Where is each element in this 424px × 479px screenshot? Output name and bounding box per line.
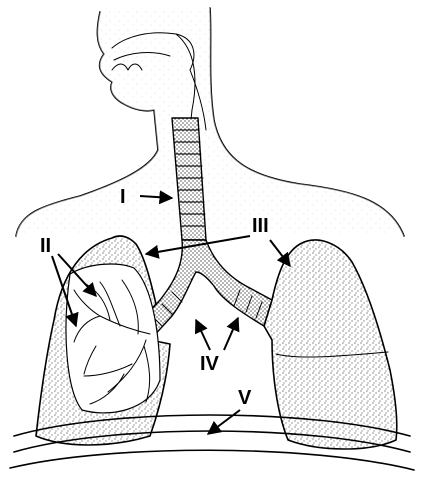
label-group-diaphragm: V <box>208 387 252 434</box>
label-lungs: III <box>252 215 269 237</box>
body-outline <box>16 8 404 236</box>
arrow-bronchi-right <box>224 318 238 350</box>
label-bronchioles: II <box>40 235 51 257</box>
label-trachea: I <box>120 186 126 208</box>
arrow-bronchi-left <box>196 320 210 350</box>
label-bronchi: IV <box>200 353 220 375</box>
arrow-lungs-right <box>270 240 290 266</box>
label-group-bronchi: IV <box>196 318 238 375</box>
label-diaphragm: V <box>238 387 252 409</box>
